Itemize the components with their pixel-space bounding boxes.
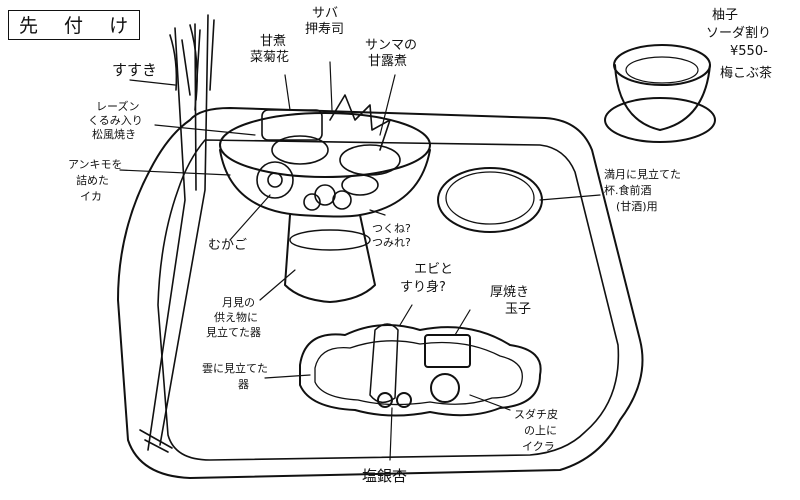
label-tsukimi-line1: 月見の xyxy=(222,296,255,309)
label-mangetsu-line2: 杯.食前酒 xyxy=(604,184,652,197)
tray-outline xyxy=(117,107,644,479)
label-sanma-line2: 甘露煮 xyxy=(368,54,408,69)
label-ebi-line2: すり身? xyxy=(400,280,446,295)
label-tsukune-line2: つみれ? xyxy=(372,236,411,249)
label-susuki: すすき xyxy=(112,61,158,79)
label-raisin-line1: レーズン xyxy=(96,100,140,113)
label-mangetsu-line1: 満月に見立てた xyxy=(604,168,681,181)
label-raisin-line3: 松風焼き xyxy=(92,128,136,141)
susuki-grass xyxy=(139,14,215,453)
cloud-plate xyxy=(299,323,542,417)
label-saba-line1: サバ xyxy=(312,6,339,21)
label-raisin-line2: くるみ入り xyxy=(88,114,143,127)
tray-inner xyxy=(157,139,620,461)
label-ebi-line1: エビと xyxy=(414,262,454,277)
label-kumo-line2: 器 xyxy=(238,378,249,391)
label-drink-line3: ¥550- xyxy=(730,44,768,59)
label-drink-line2: ソーダ割り xyxy=(706,26,772,41)
label-mangetsu-line3: (甘酒)用 xyxy=(616,200,658,213)
label-sanma-line1: サンマの xyxy=(365,38,418,53)
label-sudachi-line3: イクラ xyxy=(522,440,555,453)
label-amani-line1: 甘煮 xyxy=(260,34,287,49)
label-tsukimi-line2: 供え物に xyxy=(214,311,258,324)
pedestal-bowl xyxy=(219,112,431,303)
bowl-food xyxy=(256,94,401,211)
moon-cup xyxy=(437,167,543,233)
label-drink-line1: 柚子 xyxy=(712,8,739,23)
leader-lines xyxy=(119,61,601,461)
label-atsuyaki-line1: 厚焼き xyxy=(490,285,530,300)
label-ankimo-line1: アンキモを xyxy=(68,158,123,171)
teacup xyxy=(604,44,716,143)
label-shio-ginnan: 塩銀杏 xyxy=(362,467,408,485)
label-tsukimi-line3: 見立てた器 xyxy=(206,326,261,339)
label-amani-line2: 菜菊花 xyxy=(250,50,290,65)
label-tsukune-line1: つくね? xyxy=(372,222,411,235)
label-atsuyaki-line2: 玉子 xyxy=(505,302,532,317)
label-sudachi-line1: スダチ皮 xyxy=(514,408,558,421)
label-saba-line2: 押寿司 xyxy=(305,22,345,37)
label-sudachi-line2: の上に xyxy=(524,424,557,437)
label-ankimo-line2: 詰めた xyxy=(76,174,109,187)
label-mukago: むかご xyxy=(208,238,248,253)
label-kumo-line1: 雲に見立てた xyxy=(202,362,268,375)
label-ankimo-line3: イカ xyxy=(80,190,102,203)
page-title: 先 付 け xyxy=(8,10,140,40)
label-drink-line4: 梅こぶ茶 xyxy=(720,66,773,81)
